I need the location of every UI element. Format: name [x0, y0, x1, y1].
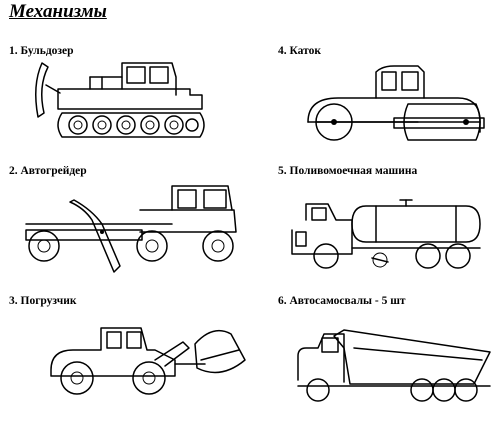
caption-bulldozer: 1. Бульдозер: [9, 45, 74, 57]
page-title: Механизмы: [9, 1, 107, 22]
watering-truck-illustration: [288, 196, 488, 271]
grader-illustration: [22, 180, 252, 275]
caption-roller: 4. Каток: [278, 45, 322, 57]
caption-grader: 2. Автогрейдер: [9, 165, 87, 177]
dump-truck-illustration: [294, 326, 494, 406]
caption-watering-truck: 5. Поливомоечная машина: [278, 165, 418, 177]
loader-illustration: [45, 320, 260, 400]
caption-loader: 3. Погрузчик: [9, 295, 77, 307]
caption-dump-truck: 6. Автосамосвалы - 5 шт: [278, 295, 406, 307]
roller-illustration: [298, 62, 488, 142]
bulldozer-illustration: [30, 55, 210, 145]
